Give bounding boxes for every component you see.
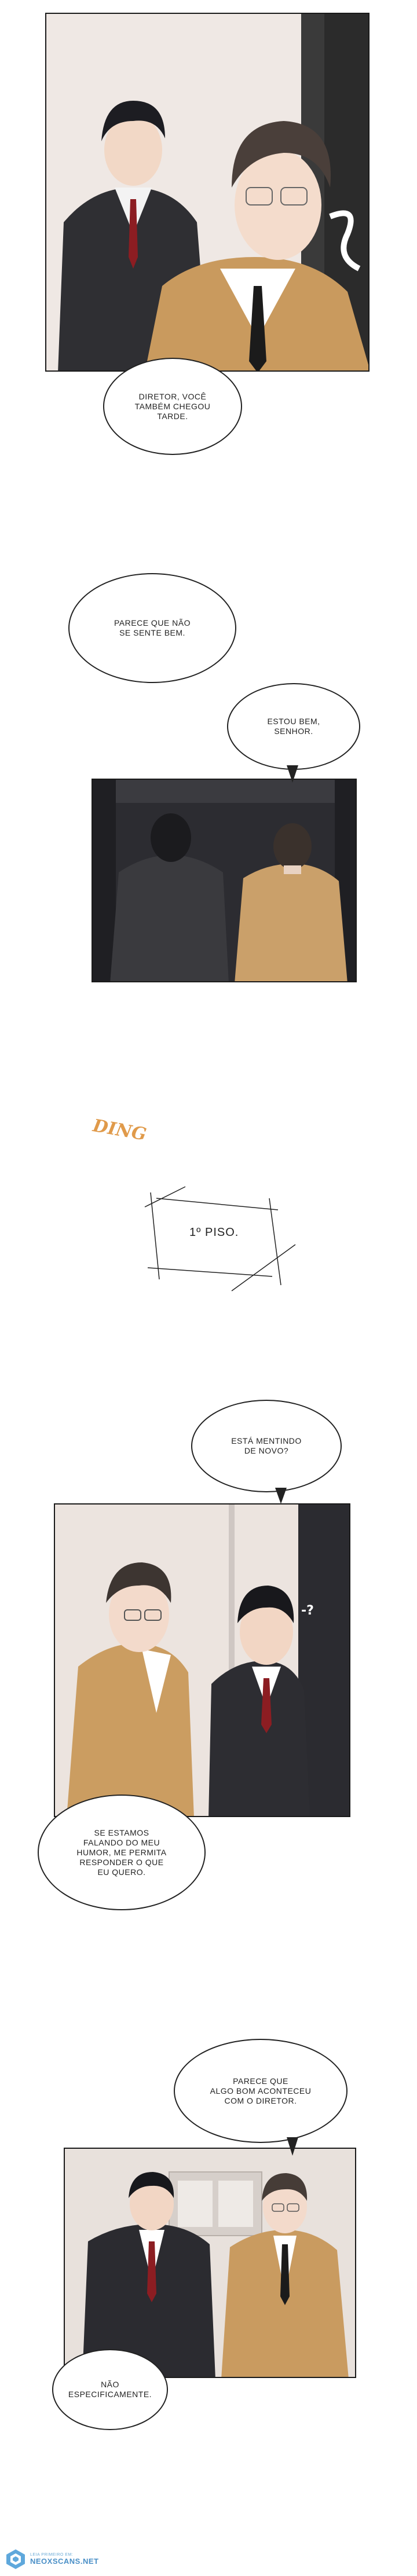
speech-bubble-2: PARECE QUE NÃO SE SENTE BEM. [68, 573, 236, 683]
speech-bubble-5: SE ESTAMOS FALANDO DO MEU HUMOR, ME PERM… [38, 1795, 206, 1910]
panel-2-art [93, 780, 356, 981]
watermark: LEIA PRIMEIRO EM: NEOXSCANS.NET [5, 2548, 98, 2570]
speech-bubble-4-tail [275, 1488, 287, 1504]
watermark-text: LEIA PRIMEIRO EM: NEOXSCANS.NET [30, 2553, 98, 2566]
speech-bubble-3-tail [287, 765, 298, 783]
panel-3-art [55, 1504, 349, 1816]
speech-bubble-1: DIRETOR, VOCÊ TAMBÉM CHEGOU TARDE. [103, 358, 242, 455]
panel-4-art [65, 2149, 355, 2377]
watermark-tagline: LEIA PRIMEIRO EM: [30, 2553, 74, 2557]
panel-1-art [46, 14, 368, 370]
sfx-question: -? [301, 1603, 314, 1618]
speech-bubble-6-tail [287, 2137, 298, 2156]
speech-bubble-4: ESTÁ MENTINDO DE NOVO? [191, 1400, 342, 1492]
panel-3 [54, 1503, 350, 1817]
watermark-site: NEOXSCANS.NET [30, 2557, 99, 2566]
speech-bubble-3: ESTOU BEM, SENHOR. [227, 683, 360, 770]
floor-caption: 1º PISO. [189, 1226, 239, 1239]
panel-1 [45, 13, 370, 372]
speech-bubble-7: NÃO ESPECIFICAMENTE. [52, 2349, 168, 2430]
speech-bubble-6: PARECE QUE ALGO BOM ACONTECEU COM O DIRE… [174, 2039, 348, 2143]
neox-logo-icon [6, 2549, 25, 2569]
sfx-ding: DING [91, 1115, 148, 1145]
panel-2-elevator [92, 779, 357, 982]
floor-caption-frame [144, 1186, 296, 1291]
panel-4 [64, 2148, 356, 2378]
